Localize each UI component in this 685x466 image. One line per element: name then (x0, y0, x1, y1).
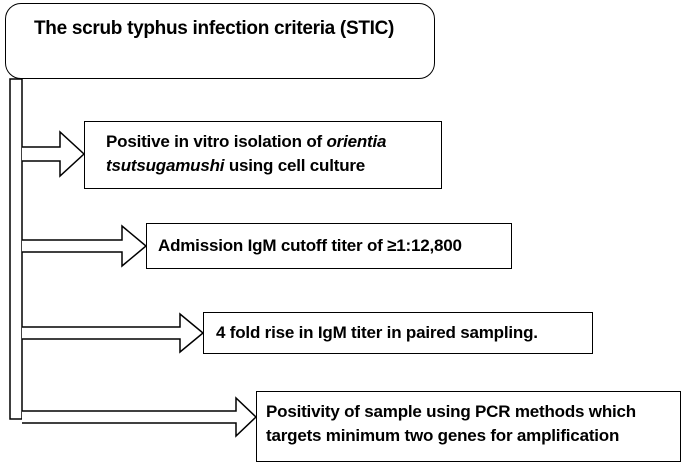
criterion-1-text-a: Positive in vitro isolation of (106, 132, 327, 151)
arrow-4 (22, 396, 258, 438)
trunk-bar (9, 78, 23, 420)
criterion-2-text: Admission IgM cutoff titer of ≥1:12,800 (158, 236, 462, 255)
criterion-1-text-b: using cell culture (224, 156, 366, 175)
criterion-3-text: 4 fold rise in IgM titer in paired sampl… (216, 323, 538, 342)
criterion-1-italic-b: tsutsugamushi (106, 156, 225, 175)
criterion-4-line-2: targets minimum two genes for amplificat… (266, 426, 620, 445)
criterion-box-fold-rise: 4 fold rise in IgM titer in paired sampl… (203, 312, 593, 354)
criterion-4-line-1: Positivity of sample using PCR methods w… (266, 402, 636, 421)
criterion-1-italic-a: orientia (326, 132, 387, 151)
criterion-box-pcr: Positivity of sample using PCR methods w… (256, 391, 681, 462)
criterion-1-line-1: Positive in vitro isolation of orientia (106, 130, 441, 154)
criterion-1-line-2: tsutsugamushi using cell culture (106, 154, 441, 178)
criterion-box-igm-cutoff: Admission IgM cutoff titer of ≥1:12,800 (146, 223, 512, 269)
criterion-box-isolation: Positive in vitro isolation of orientia … (84, 121, 442, 189)
arrow-3 (22, 312, 205, 354)
arrow-1 (22, 130, 86, 178)
arrow-2 (22, 224, 148, 268)
diagram-title: The scrub typhus infection criteria (STI… (34, 18, 395, 39)
title-box: The scrub typhus infection criteria (STI… (5, 3, 435, 79)
